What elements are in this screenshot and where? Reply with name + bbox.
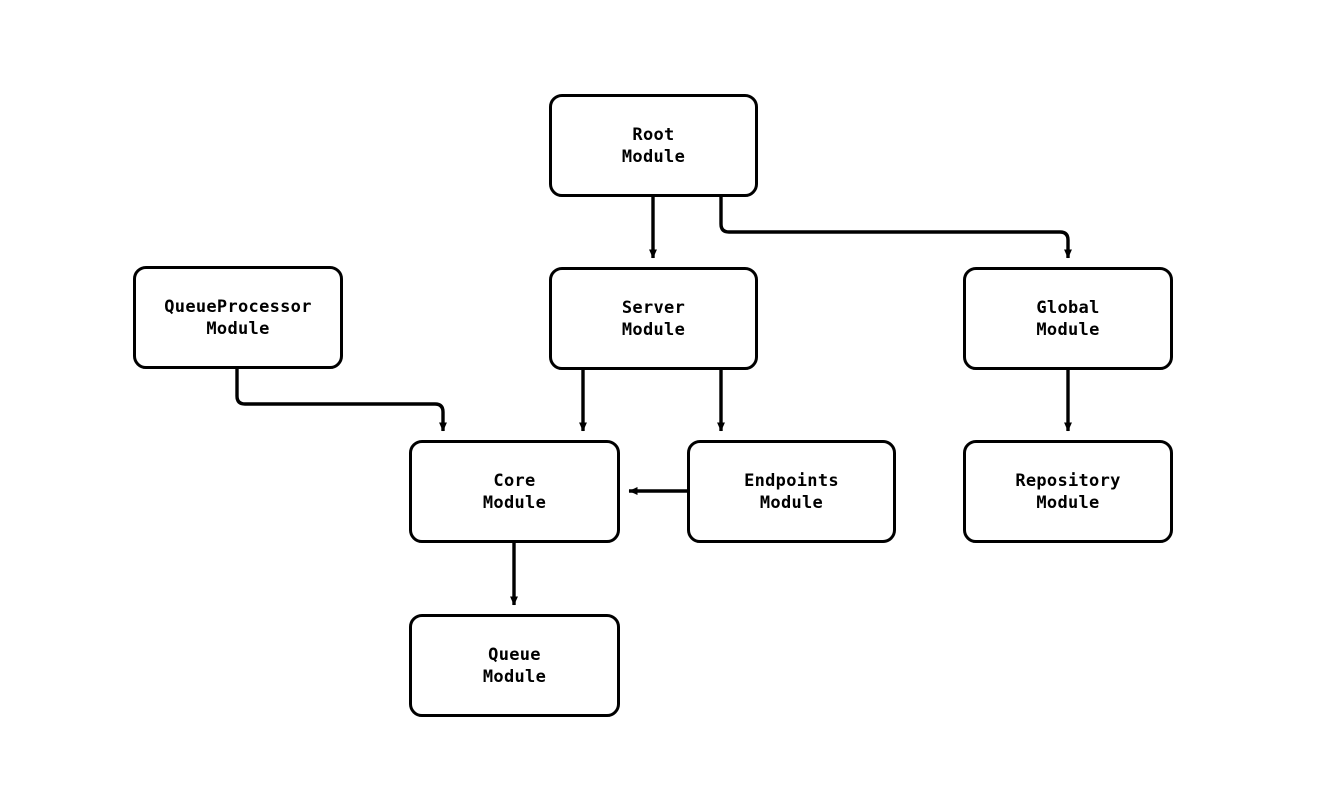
edge-queueprocessor-to-core [235, 369, 447, 432]
node-queueprocessor[interactable]: QueueProcessor Module [133, 266, 343, 369]
node-endpoints[interactable]: Endpoints Module [687, 440, 896, 543]
node-label-root: Root Module [621, 124, 686, 167]
node-root[interactable]: Root Module [549, 94, 758, 197]
node-label-server: Server Module [621, 297, 686, 340]
node-repository[interactable]: Repository Module [963, 440, 1173, 543]
node-queue[interactable]: Queue Module [409, 614, 620, 717]
node-label-endpoints: Endpoints Module [744, 470, 839, 513]
node-label-queueprocessor: QueueProcessor Module [164, 296, 312, 339]
node-label-queue: Queue Module [482, 644, 547, 687]
node-core[interactable]: Core Module [409, 440, 620, 543]
node-server[interactable]: Server Module [549, 267, 758, 370]
edge-root-to-global [719, 197, 1072, 259]
node-label-global: Global Module [1036, 297, 1100, 340]
node-global[interactable]: Global Module [963, 267, 1173, 370]
node-label-repository: Repository Module [1015, 470, 1121, 513]
node-label-core: Core Module [482, 470, 547, 513]
